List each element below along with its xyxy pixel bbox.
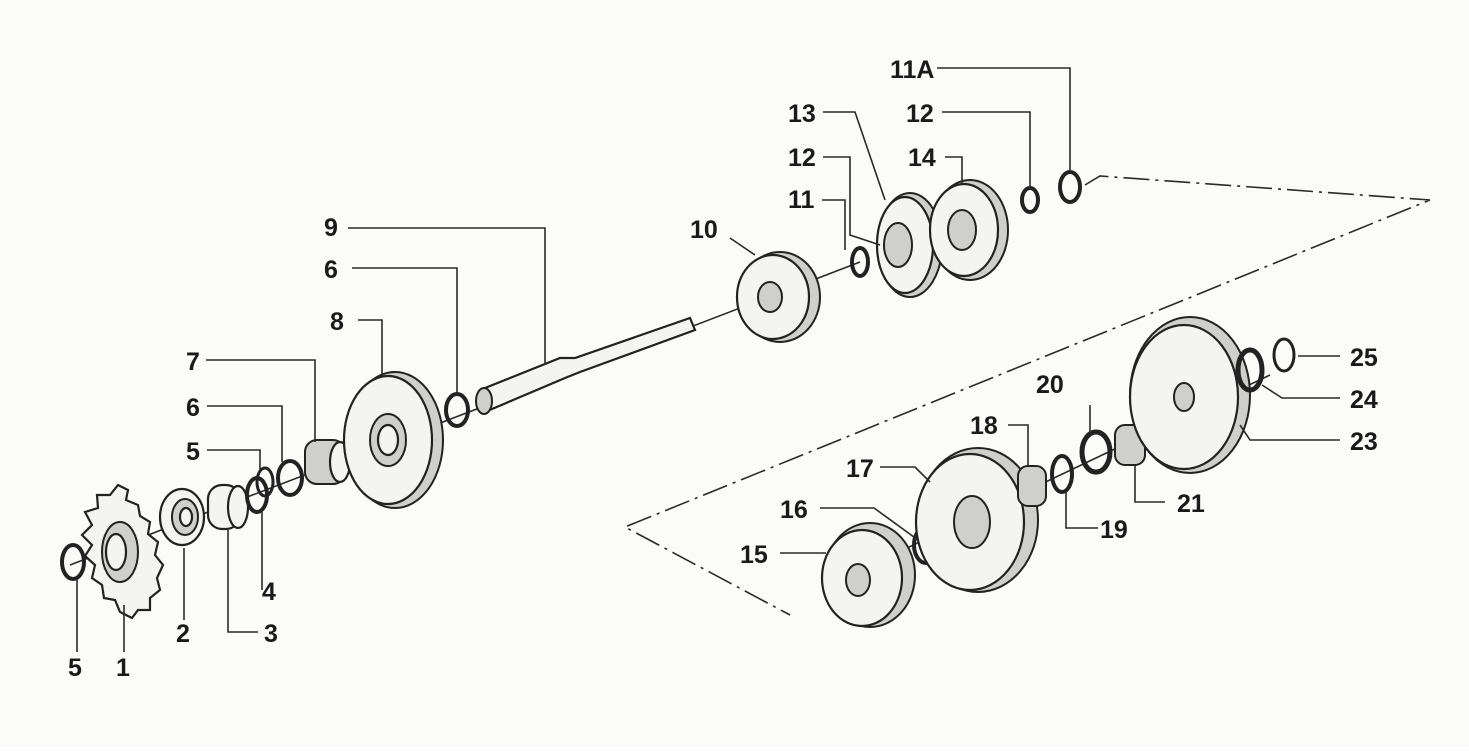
callout-label: 10	[690, 216, 718, 244]
gear-part-8	[342, 371, 444, 509]
callout-label: 5	[68, 654, 82, 682]
washer-part-20	[1079, 429, 1113, 475]
mainshaft-part-9	[475, 316, 697, 415]
callout-label: 11A	[890, 56, 934, 84]
callout-label: 7	[186, 348, 200, 376]
spacer-part-3	[206, 483, 250, 531]
circlip-part-11A	[1058, 170, 1082, 204]
callout-label: 6	[186, 394, 200, 422]
callout-label: 11	[788, 186, 815, 214]
callout-label: 19	[1100, 516, 1128, 544]
gear-part-23	[1128, 316, 1251, 474]
washer-part-24	[1235, 347, 1265, 393]
callout-label: 18	[970, 412, 998, 440]
callout-label: 1	[116, 654, 130, 682]
callout-label: 3	[264, 620, 278, 648]
circlip-part-11	[850, 246, 870, 278]
callout-label: 20	[1036, 371, 1064, 399]
selector-part-10	[735, 251, 821, 343]
gear-part-14	[928, 179, 1009, 281]
callout-label: 17	[846, 455, 874, 483]
callout-label: 24	[1350, 386, 1378, 414]
sprocket-part-1	[80, 483, 165, 620]
callout-label: 21	[1177, 490, 1205, 518]
callout-label: 12	[788, 144, 816, 172]
bushing-part-18	[1017, 465, 1047, 507]
callout-label: 9	[324, 214, 338, 242]
gear-part-13	[875, 192, 943, 298]
callout-label: 6	[324, 256, 338, 284]
callout-label: 16	[780, 496, 808, 524]
leader-lines	[76, 67, 1340, 652]
callout-label: 8	[330, 308, 344, 336]
washer-part-6	[276, 459, 304, 497]
circlip-part-5b	[255, 466, 275, 498]
callout-label: 23	[1350, 428, 1378, 456]
callout-label: 5	[186, 438, 200, 466]
washer-part-6b	[444, 392, 470, 428]
callout-label: 2	[176, 620, 190, 648]
callout-label: 12	[906, 100, 934, 128]
callout-labels: 5 1 2 3 4 5 6 7 8 6 9 10 11 12 13 14 12 …	[68, 56, 1378, 682]
gear-part-15	[820, 522, 916, 628]
circlip-part-5	[60, 543, 86, 581]
assembly-link-line	[623, 175, 1431, 616]
callout-label: 13	[788, 100, 816, 128]
callout-label: 25	[1350, 344, 1378, 372]
callout-label: 15	[740, 541, 768, 569]
callout-label: 14	[908, 144, 936, 172]
washer-part-19	[1050, 454, 1074, 494]
gear-part-17	[914, 447, 1039, 593]
washer-part-12	[1020, 186, 1040, 214]
bearing-part-2	[158, 487, 206, 547]
circlip-part-25	[1272, 337, 1296, 373]
callout-label: 4	[262, 578, 276, 606]
